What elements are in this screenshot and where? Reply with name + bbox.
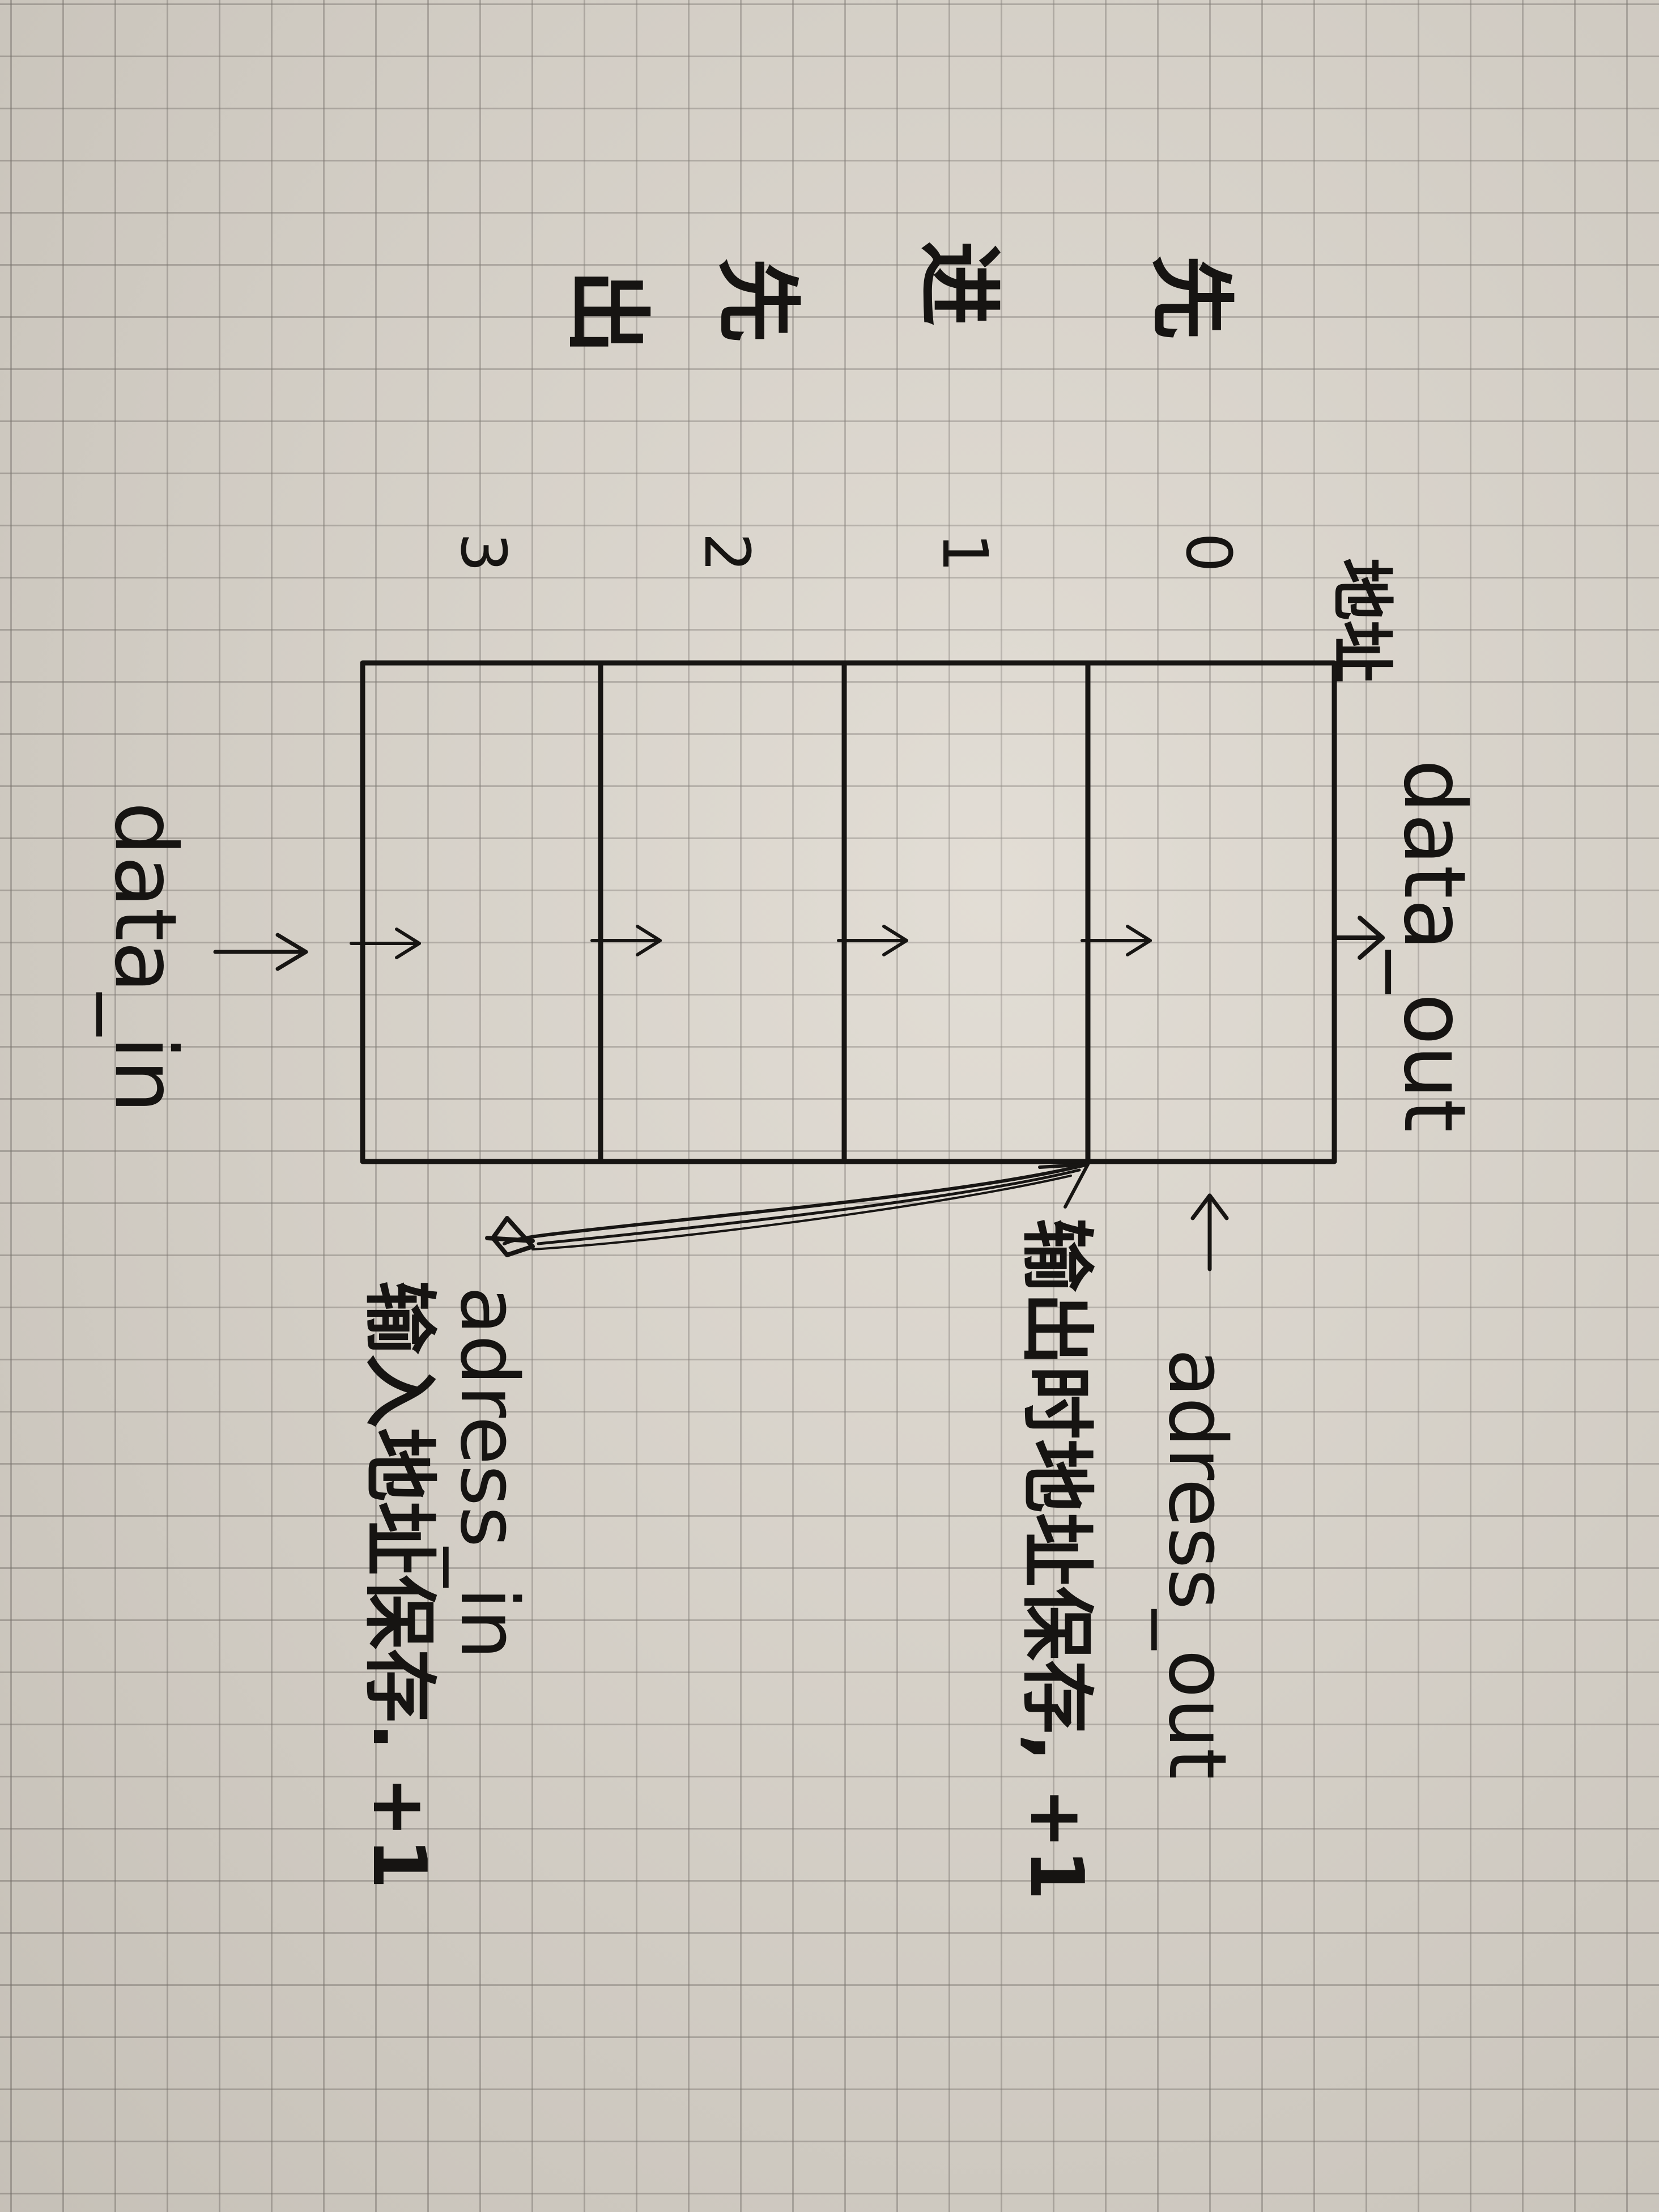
- address-in-note: 输入地址保存. +1: [356, 1281, 443, 1889]
- fifo-note-char-3: 先: [708, 258, 806, 343]
- address-out-note: 输出时地址保存, +1: [1014, 1218, 1100, 1900]
- memory-block: [360, 660, 1337, 1164]
- shift-arrow-slot-3: [350, 928, 421, 959]
- address-0-label: 0: [1172, 533, 1245, 572]
- address-out-label: adress_out: [1151, 1349, 1243, 1779]
- address-in-label: adress_in: [443, 1286, 535, 1660]
- fifo-note-char-1: 先: [1141, 255, 1240, 340]
- data-in-label: data_in: [96, 802, 194, 1113]
- address-out-arrow: [1190, 1193, 1229, 1271]
- fifo-note-char-4: 出: [558, 269, 656, 354]
- shift-arrow-slot-2: [590, 925, 662, 956]
- fifo-note-char-2: 进: [909, 241, 1007, 326]
- shift-arrow-slot-0: [1081, 925, 1152, 956]
- address-1-label: 1: [929, 533, 1001, 572]
- address-2-label: 2: [691, 533, 763, 572]
- data-out-arrow: [1332, 916, 1385, 960]
- shift-arrow-slot-1: [837, 925, 908, 956]
- address-3-label: 3: [447, 533, 520, 572]
- data-out-label: data_out: [1385, 759, 1483, 1133]
- address-in-curve-arrow: [485, 1163, 1090, 1257]
- address-header-label: 地址: [1325, 558, 1398, 683]
- data-in-arrow: [213, 933, 308, 971]
